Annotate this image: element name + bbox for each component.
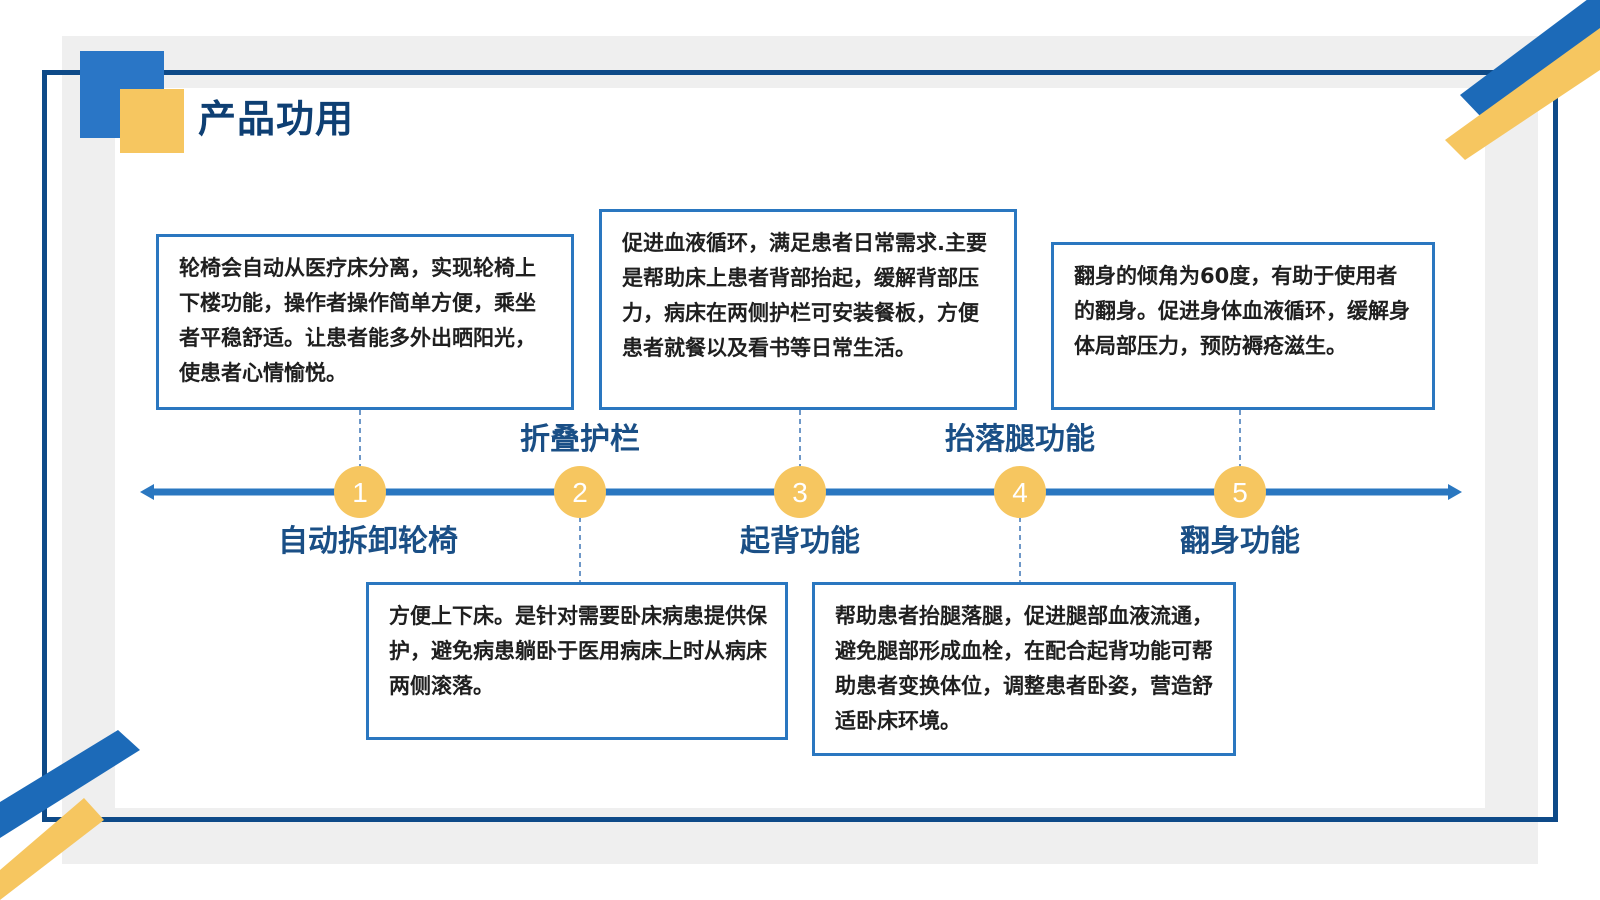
step-description-4: 帮助患者抬腿落腿，促进腿部血液流通，避免腿部形成血栓，在配合起背功能可帮助患者变… <box>812 582 1236 756</box>
step-label-1: 自动拆卸轮椅 <box>278 524 458 559</box>
step-label-2: 折叠护栏 <box>520 422 640 457</box>
node-circle-4 <box>994 466 1046 518</box>
node-circle-1 <box>334 466 386 518</box>
step-description-2: 方便上下床。是针对需要卧床病患提供保护，避免病患躺卧于医用病床上时从病床两侧滚落… <box>366 582 788 740</box>
node-number-2: 2 <box>572 477 588 508</box>
step-label-3: 起背功能 <box>740 524 860 559</box>
step-description-3: 促进血液循环，满足患者日常需求.主要是帮助床上患者背部抬起，缓解背部压力，病床在… <box>599 209 1017 410</box>
node-circle-5 <box>1214 466 1266 518</box>
frame-border <box>42 70 1558 822</box>
node-number-3: 3 <box>792 477 808 508</box>
step-description-5: 翻身的倾角为60度，有助于使用者的翻身。促进身体血液循环，缓解身体局部压力，预防… <box>1051 242 1435 410</box>
step-label-4: 抬落腿功能 <box>945 422 1095 457</box>
node-circle-3 <box>774 466 826 518</box>
node-number-4: 4 <box>1012 477 1028 508</box>
top-right-decoration <box>1445 0 1600 160</box>
title-accent-yellow <box>120 89 184 153</box>
bottom-left-decoration <box>0 730 140 900</box>
step-label-5: 翻身功能 <box>1180 524 1300 559</box>
page-title: 产品功用 <box>198 97 355 141</box>
node-number-5: 5 <box>1232 477 1248 508</box>
node-circle-2 <box>554 466 606 518</box>
node-number-1: 1 <box>352 477 368 508</box>
step-description-1: 轮椅会自动从医疗床分离，实现轮椅上下楼功能，操作者操作简单方便，乘坐者平稳舒适。… <box>156 234 574 410</box>
axis-arrow-left <box>140 484 154 500</box>
axis-arrow-right <box>1448 484 1462 500</box>
